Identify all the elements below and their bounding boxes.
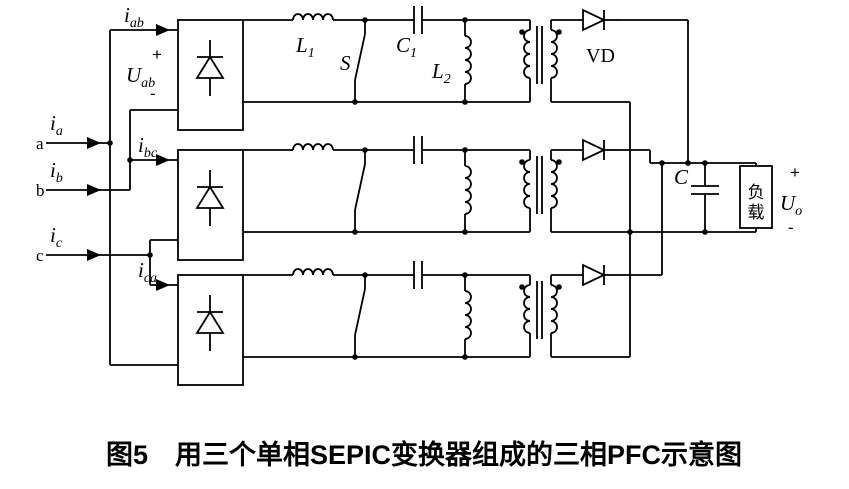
inductor1-label: L1: [295, 33, 315, 61]
voltage-uab-label: Uab: [126, 63, 155, 91]
current-iab-label: iab: [124, 3, 144, 31]
phase-b-arrow-icon: [87, 184, 101, 196]
uab-plus-sign: +: [152, 45, 162, 64]
current-ibc-label: ibc: [138, 133, 158, 161]
phase-c-arrow-icon: [87, 249, 101, 261]
phase-b-terminal-label: b: [36, 181, 45, 200]
current-ia-label: ia: [50, 111, 63, 139]
load-label-line2: 载: [748, 203, 765, 222]
junction-dots: [107, 140, 708, 258]
output-voltage-label: Uo: [780, 191, 802, 219]
current-ib-label: ib: [50, 158, 63, 186]
figure-caption: 图5 用三个单相SEPIC变换器组成的三相PFC示意图: [106, 439, 742, 470]
output-diode-label: VD: [586, 45, 615, 67]
output-plus-sign: +: [790, 163, 800, 182]
output-minus-sign: -: [788, 218, 794, 237]
current-ic-label: ic: [50, 223, 63, 251]
sepic-converter-row-ca: [149, 260, 631, 386]
load-label-line1: 负: [748, 183, 765, 202]
interconnect-wires: [46, 19, 773, 366]
capacitor1-label: C1: [396, 33, 417, 61]
phase-a-terminal-label: a: [36, 134, 44, 153]
sepic-converter-row-ab: [149, 5, 631, 131]
uab-minus-sign: -: [150, 84, 156, 103]
phase-c-terminal-label: c: [36, 246, 44, 265]
current-ica-label: ica: [138, 258, 157, 286]
phase-a-arrow-icon: [87, 137, 101, 149]
output-capacitor-label: C: [674, 165, 689, 189]
sepic-converter-row-bc: [149, 135, 631, 261]
inductor2-label: L2: [431, 59, 451, 87]
switch-label: S: [340, 51, 351, 75]
